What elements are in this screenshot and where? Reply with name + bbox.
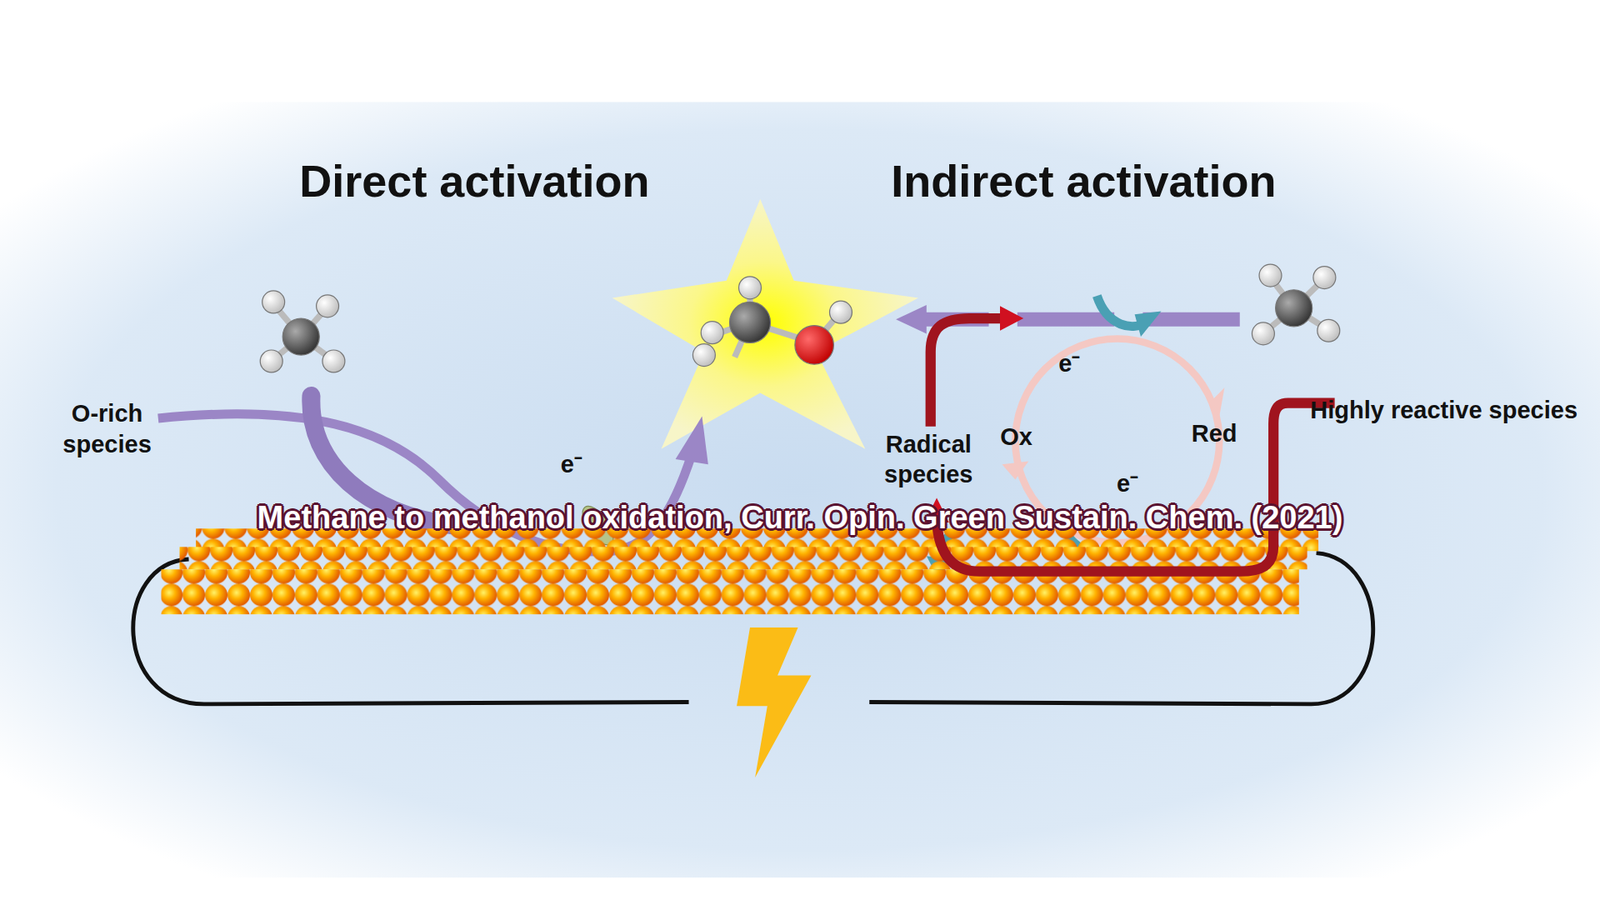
species-label: Highly reactive species (1305, 395, 1582, 425)
state-label: Red (1191, 418, 1238, 449)
section-heading: Direct activation (299, 153, 650, 210)
caption-banner: Methane to methanol oxidation, Curr. Opi… (257, 498, 1344, 539)
electron-label: e⁻ (560, 449, 583, 480)
section-heading: Indirect activation (890, 153, 1276, 210)
electron-label: e⁻ (1058, 348, 1080, 379)
electron-label: e⁻ (1116, 468, 1139, 499)
species-label: Radical species (851, 429, 1005, 490)
state-label: Ox (1000, 421, 1033, 452)
species-label: O-rich species (35, 398, 179, 460)
